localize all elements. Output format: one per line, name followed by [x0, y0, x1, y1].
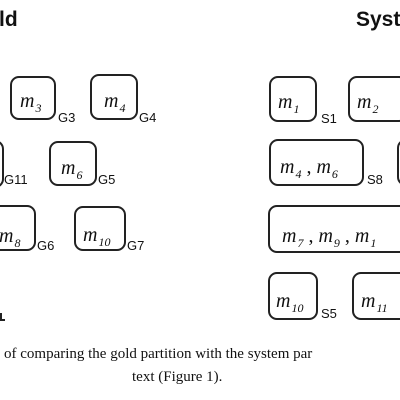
- gold-cluster-m4: [90, 74, 138, 120]
- gold-cluster-m10: [74, 206, 126, 251]
- gold-label-g6: G6: [37, 238, 55, 253]
- gold-m4-element: m4: [104, 90, 126, 115]
- system-label-s8: S8: [367, 172, 383, 187]
- gold-cluster-m8: [0, 205, 36, 251]
- system-m2-element: m2: [357, 91, 379, 116]
- system-m1-element: m1: [278, 91, 300, 116]
- caption-line-1: of comparing the gold partition with the…: [4, 346, 313, 362]
- system-heading: Syste: [356, 8, 400, 31]
- gold-partial-mark: [0, 313, 5, 321]
- system-m4-m6-elements: m4 , m6: [280, 156, 338, 181]
- gold-cluster-m6: [49, 141, 97, 186]
- gold-m3-element: m3: [20, 90, 42, 115]
- system-cluster-m4-m6: [269, 139, 364, 186]
- system-cluster-m10: [268, 272, 318, 320]
- gold-heading: ld: [0, 8, 18, 31]
- system-label-s5: S5: [321, 306, 337, 321]
- gold-label-g5: G5: [98, 172, 116, 187]
- caption-line-2: text (Figure 1).: [132, 369, 223, 385]
- gold-cluster-m3: [10, 76, 56, 120]
- gold-m8-element: m8: [0, 225, 21, 250]
- system-cluster-m11: [352, 272, 400, 320]
- system-cluster-m1: [269, 76, 317, 122]
- gold-m6-element: m6: [61, 157, 83, 182]
- system-cluster-m7-m9: [268, 205, 400, 253]
- gold-label-g3: G3: [58, 110, 76, 125]
- system-m7-m9-elements: m7 , m9 , m1: [282, 225, 377, 250]
- system-cluster-m2: [348, 76, 400, 122]
- system-label-s1: S1: [321, 111, 337, 126]
- gold-label-g4: G4: [139, 110, 157, 125]
- gold-label-g7: G7: [127, 238, 145, 253]
- system-m10-element: m10: [276, 290, 304, 315]
- system-m11-element: m11: [361, 290, 388, 315]
- gold-label-g11: G11: [4, 172, 28, 187]
- gold-m10-element: m10: [83, 224, 111, 249]
